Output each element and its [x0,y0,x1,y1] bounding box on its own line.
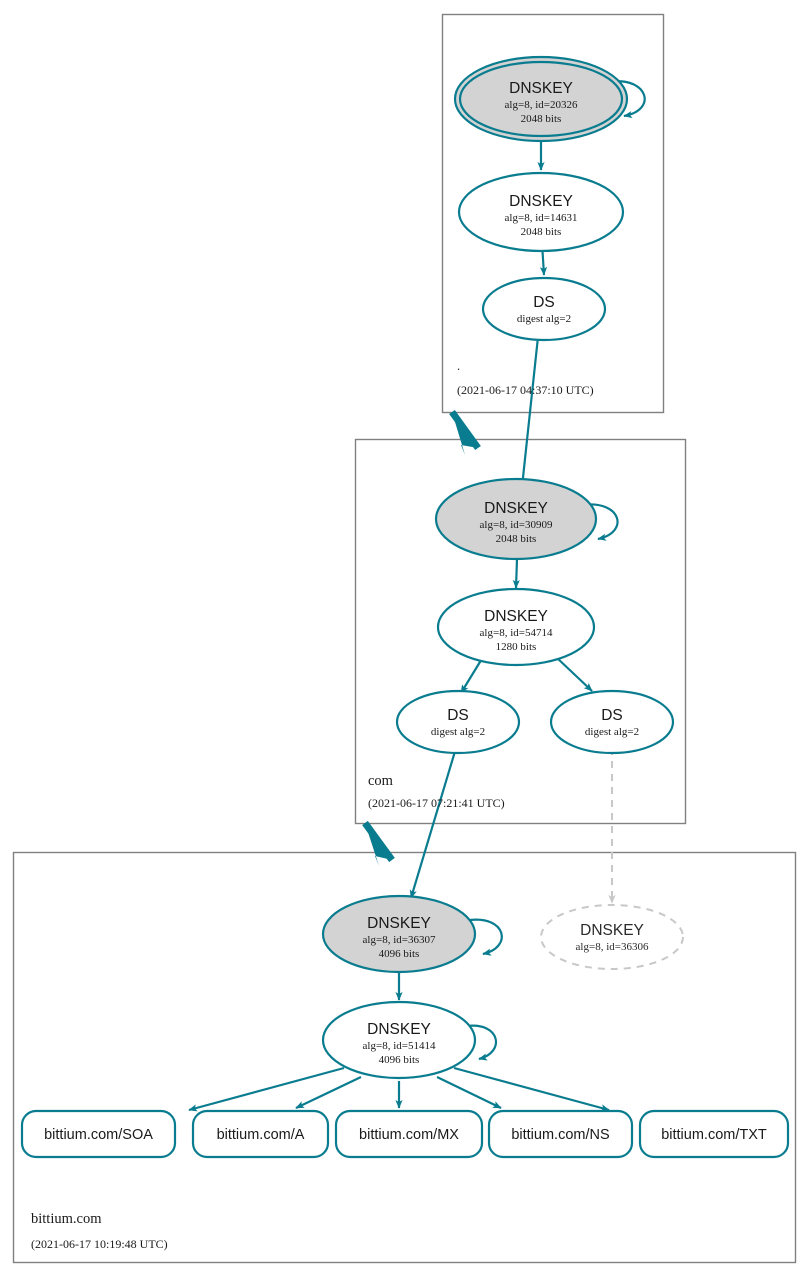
node-title: DNSKEY [484,608,548,625]
rrset-label: bittium.com/TXT [661,1127,767,1143]
node-bittium-ksk[interactable]: DNSKEY alg=8, id=36307 4096 bits [321,894,477,974]
edge-bittium-zsk-to-rr-txt [453,1066,610,1112]
node-title: DS [447,707,469,724]
node-line2: alg=8, id=54714 [480,627,553,639]
node-root-ds[interactable]: DS digest alg=2 [481,276,607,342]
node-line3: 2048 bits [521,226,562,238]
rrset-node-soa[interactable]: bittium.com/SOA [20,1109,177,1159]
node-line2: digest alg=2 [517,313,571,325]
node-com-ds-2[interactable]: DS digest alg=2 [549,689,675,755]
node-line2: digest alg=2 [585,726,639,738]
node-line2: alg=8, id=20326 [505,99,578,111]
node-line2: alg=8, id=51414 [363,1040,436,1052]
node-line3: 4096 bits [379,948,420,960]
delegation-root-to-com [449,409,481,455]
node-line3: 2048 bits [496,533,537,545]
node-title: DNSKEY [509,193,573,210]
node-bittium-ghost-dnskey[interactable]: DNSKEY alg=8, id=36306 [540,904,684,970]
node-line2: alg=8, id=36306 [576,941,649,953]
rrset-node-mx[interactable]: bittium.com/MX [334,1109,484,1159]
node-title: DS [533,294,555,311]
edge-root-ds-to-com-ksk [519,336,540,488]
zone-label-root: . [457,359,460,373]
node-title: DNSKEY [367,1021,431,1038]
node-bittium-zsk[interactable]: DNSKEY alg=8, id=51414 4096 bits [321,1000,477,1080]
edge-bittium-ksk-self-loop [469,918,503,956]
node-com-ksk[interactable]: DNSKEY alg=8, id=30909 2048 bits [434,477,598,561]
node-line2: digest alg=2 [431,726,485,738]
delegation-com-to-bittium [362,820,395,866]
zone-label-bittium: bittium.com [31,1211,102,1227]
rrset-node-ns[interactable]: bittium.com/NS [487,1109,634,1159]
edge-bittium-zsk-self-loop [466,1024,498,1061]
node-com-ds-1[interactable]: DS digest alg=2 [395,689,521,755]
zone-box-root [441,13,665,414]
node-title: DNSKEY [367,915,431,932]
rrset-node-a[interactable]: bittium.com/A [191,1109,330,1159]
node-line3: 1280 bits [496,641,537,653]
node-com-zsk[interactable]: DNSKEY alg=8, id=54714 1280 bits [436,587,596,667]
rrset-node-txt[interactable]: bittium.com/TXT [638,1109,790,1159]
edge-bittium-zsk-to-rr-soa [188,1066,345,1112]
edge-com-zsk-to-com-ds-2 [555,656,593,692]
edge-bittium-zsk-to-rr-a [295,1076,362,1109]
edge-com-ksk-to-com-zsk [512,558,520,589]
zone-box-com [354,438,687,825]
edge-com-zsk-to-com-ds-1 [460,656,484,694]
node-title: DNSKEY [509,80,573,97]
node-line3: 2048 bits [521,113,562,125]
zone-timestamp-bittium: (2021-06-17 10:19:48 UTC) [31,1237,168,1251]
zone-timestamp-root: (2021-06-17 04:37:10 UTC) [457,383,594,397]
node-title: DNSKEY [580,922,644,939]
edge-bittium-zsk-to-rr-ns [436,1076,502,1109]
rrset-label: bittium.com/SOA [44,1127,153,1143]
zone-timestamp-com: (2021-06-17 07:21:41 UTC) [368,796,505,810]
node-line3: 4096 bits [379,1054,420,1066]
node-root-ksk[interactable]: DNSKEY alg=8, id=20326 2048 bits [453,55,629,143]
node-root-zsk[interactable]: DNSKEY alg=8, id=14631 2048 bits [457,171,625,253]
node-line2: alg=8, id=36307 [363,934,436,946]
rrset-label: bittium.com/A [217,1127,305,1143]
edge-com-ds-1-to-bittium-ksk [409,747,458,899]
node-line2: alg=8, id=14631 [505,212,578,224]
zone-label-com: com [368,773,394,789]
node-line2: alg=8, id=30909 [480,519,553,531]
rrset-label: bittium.com/NS [511,1127,609,1143]
rrset-label: bittium.com/MX [359,1127,459,1143]
edge-com-ksk-self-loop [582,503,619,541]
node-title: DNSKEY [484,500,548,517]
zone-box-bittium [12,851,797,1264]
node-title: DS [601,707,623,724]
